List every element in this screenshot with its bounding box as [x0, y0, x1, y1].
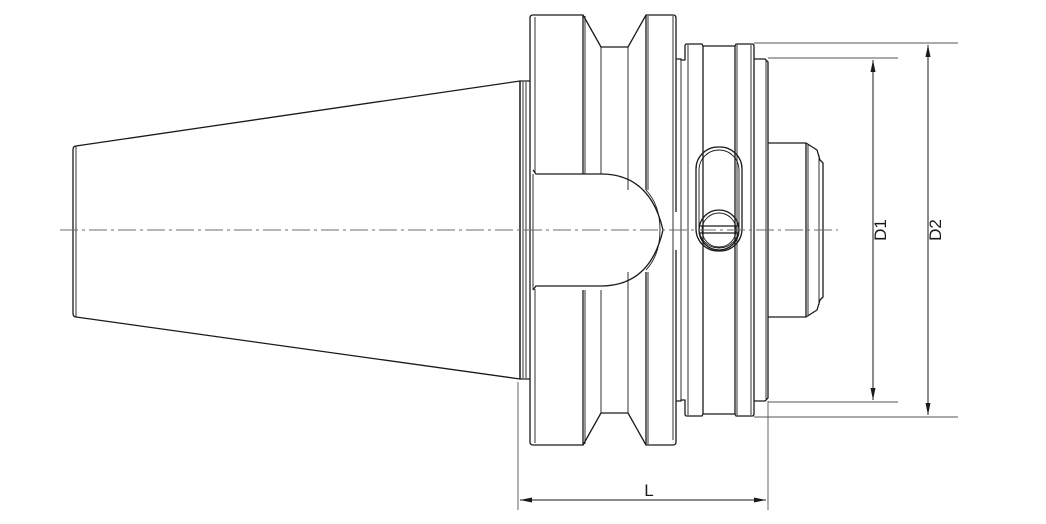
- flange: [529, 14, 677, 446]
- dimension-label-D1: D1: [871, 219, 890, 241]
- dimension-D1: D1: [768, 57, 898, 403]
- dimension-D2: D2: [754, 42, 958, 418]
- dimension-L: L: [517, 382, 769, 510]
- dimension-label-L: L: [644, 481, 653, 500]
- dimension-label-D2: D2: [926, 219, 945, 241]
